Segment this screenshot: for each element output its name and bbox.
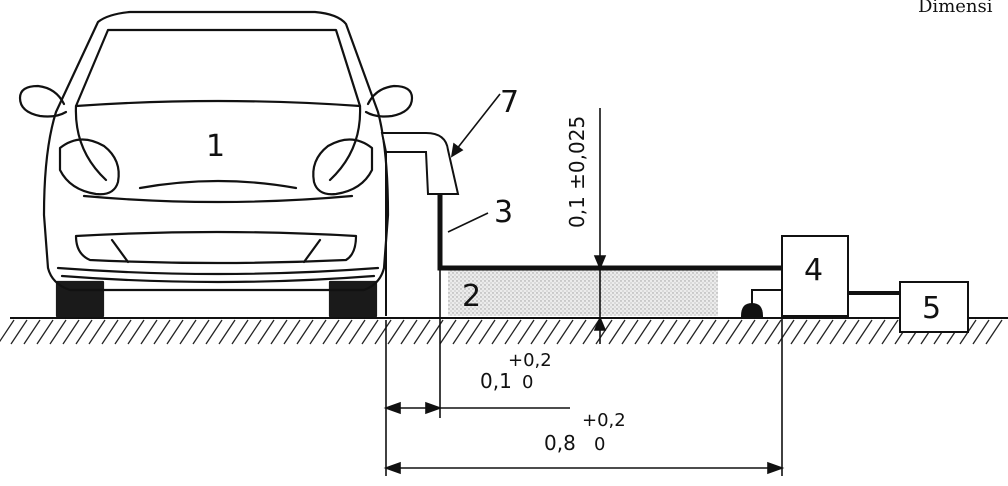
callout-1: 1	[206, 129, 225, 164]
ground-hatch-line	[0, 319, 15, 343]
ground-hatch-line	[361, 319, 379, 345]
ground-hatch-line	[244, 319, 262, 345]
ground-hatch-line	[465, 319, 483, 345]
callout-7-arrowhead	[450, 142, 464, 158]
ground-hatch-line	[205, 319, 223, 345]
callout-7: 7	[500, 85, 519, 120]
ground-hatch-line	[413, 319, 431, 345]
ground-hatch-line	[218, 319, 236, 345]
ground-hatch-line	[712, 319, 730, 345]
ground-hatch-line	[348, 319, 366, 345]
ground-hatch-line	[478, 319, 496, 345]
ground-hatch-line	[842, 319, 860, 345]
ground-hatch-line	[543, 319, 561, 345]
ground-hatch-line	[699, 319, 717, 345]
absorbent-zone	[448, 268, 718, 316]
callout-3-leader	[447, 212, 489, 233]
ground-hatch-line	[972, 319, 990, 345]
ground-hatch-line	[764, 319, 782, 345]
ground	[0, 317, 1008, 345]
ground-hatch-line	[608, 319, 626, 345]
ground-hatch-line	[283, 319, 301, 345]
offset-dimension-lower: 0	[522, 372, 533, 393]
ground-hatch-line	[881, 319, 899, 345]
ground-hatch-line	[569, 319, 587, 345]
ground-hatch-line	[738, 319, 756, 345]
offset-dimension	[383, 270, 570, 476]
callout-5: 5	[922, 291, 941, 326]
ground-hatch-line	[400, 319, 418, 345]
ground-hatch-line	[153, 319, 171, 345]
vehicle-front-view	[18, 10, 414, 318]
ground-hatch-line	[166, 319, 184, 345]
ground-hatch-line	[309, 319, 327, 345]
ground-hatch-line	[647, 319, 665, 345]
ground-hatch-line	[790, 319, 808, 345]
ground-hatch-line	[23, 319, 41, 345]
ground-hatch-line	[75, 319, 93, 345]
ground-hatch-line	[140, 319, 158, 345]
ground-hatch-line	[491, 319, 509, 345]
ground-hatch-line	[829, 319, 847, 345]
ground-hatch-line	[49, 319, 67, 345]
ground-hatch-line	[621, 319, 639, 345]
callout-3: 3	[494, 195, 513, 230]
callout-4: 4	[804, 253, 823, 288]
length-dimension-lower: 0	[594, 434, 605, 455]
ground-hatch-line	[62, 319, 80, 345]
ground-hatch-line	[374, 319, 392, 345]
ground-hatch-line	[179, 319, 197, 345]
offset-dimension-upper: +0,2	[508, 350, 552, 371]
ground-hatch-line	[582, 319, 600, 345]
callout-7-leader	[455, 93, 501, 151]
ground-hatch-line	[127, 319, 145, 345]
ground-hatch-line	[88, 319, 106, 345]
ground-hatch-line	[270, 319, 288, 345]
height-dimension-label: 0,1 ±0,025	[565, 116, 589, 228]
length-dimension-upper: +0,2	[582, 410, 626, 431]
header-text: Dimensi	[918, 0, 993, 17]
ground-hatch-line	[686, 319, 704, 345]
ground-hatch-line	[322, 319, 340, 345]
callout-2: 2	[462, 279, 481, 314]
ground-hatch-line	[530, 319, 548, 345]
pipe-line	[437, 194, 782, 271]
length-dimension-value: 0,8	[544, 431, 576, 455]
ground-hatch-line	[101, 319, 119, 345]
unit-5	[899, 281, 969, 333]
ground-hatch-line	[192, 319, 210, 345]
length-dimension	[383, 318, 785, 476]
ground-hatch-line	[452, 319, 470, 345]
ground-hatch-line	[335, 319, 353, 345]
ground-hatch-line	[985, 319, 1003, 345]
offset-dimension-value: 0,1	[480, 369, 512, 393]
ground-hatch-line	[660, 319, 678, 345]
ground-hatch-line	[673, 319, 691, 345]
ground-hatch-line	[36, 319, 54, 345]
unit-4	[740, 235, 849, 317]
ground-hatch-line	[751, 319, 769, 345]
nozzle-assembly	[380, 132, 460, 316]
ground-hatch-line	[556, 319, 574, 345]
ground-hatch-line	[10, 319, 28, 345]
ground-hatch-line	[439, 319, 457, 345]
ground-hatch-line	[504, 319, 522, 345]
height-dimension	[593, 108, 607, 344]
ground-hatch-line	[803, 319, 821, 345]
ground-hatch-line	[816, 319, 834, 345]
ground-hatch-line	[387, 319, 405, 345]
ground-hatch-line	[296, 319, 314, 345]
ground-hatch-line	[855, 319, 873, 345]
ground-hatch-line	[868, 319, 886, 345]
ground-hatch-line	[114, 319, 132, 345]
ground-hatch-line	[595, 319, 613, 345]
ground-hatch-line	[777, 319, 795, 345]
ground-hatch-line	[231, 319, 249, 345]
ground-hatch-line	[257, 319, 275, 345]
ground-hatch-line	[634, 319, 652, 345]
ground-hatch-line	[725, 319, 743, 345]
ground-hatch-line	[517, 319, 535, 345]
